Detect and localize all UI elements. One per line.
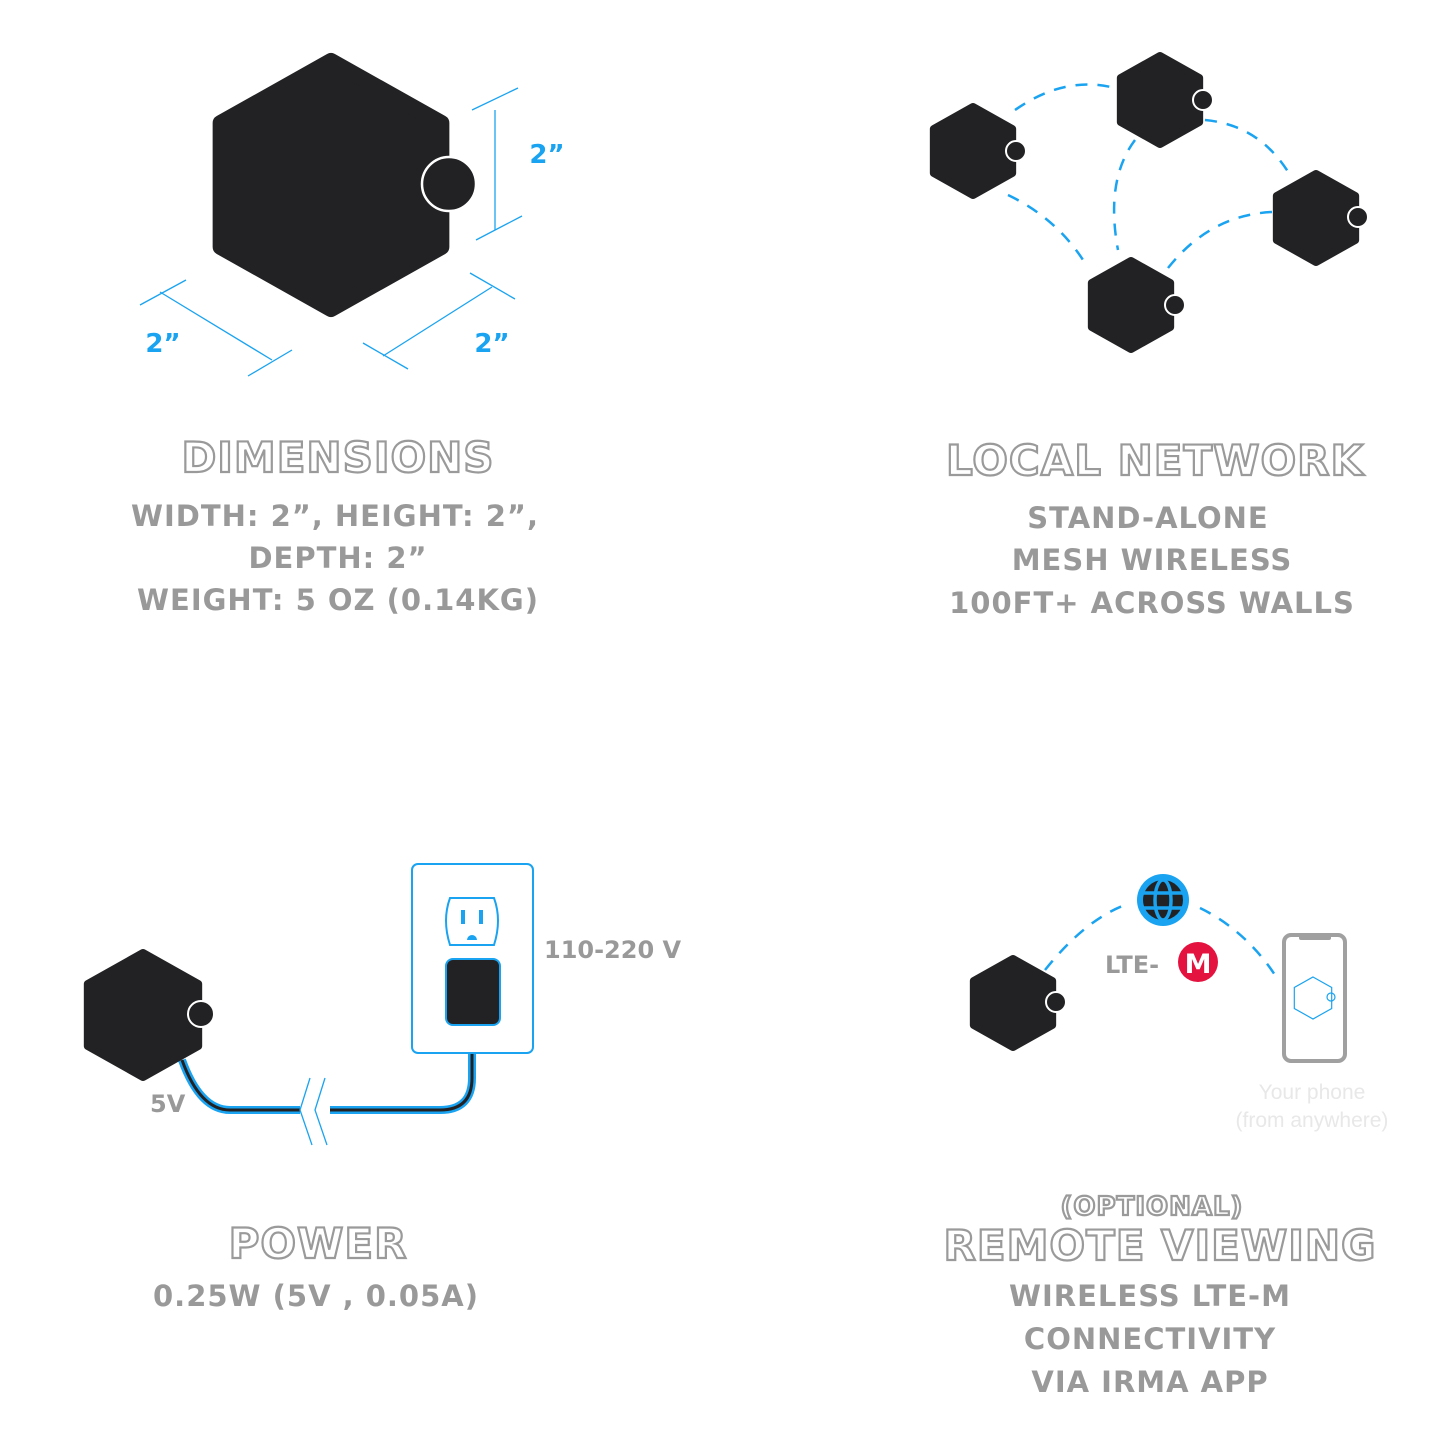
- outlet-slot: [479, 910, 483, 924]
- power-line: 0.25W (5V , 0.05A): [153, 1279, 479, 1313]
- mesh-link: [1167, 210, 1273, 269]
- width-label: 2”: [145, 329, 180, 359]
- cable-break-icon: [299, 1077, 328, 1146]
- remote-line: WIRELESS LTE-M: [1009, 1279, 1291, 1313]
- remote-illustration: LTE- M Your phone (from anywhere): [969, 874, 1389, 1132]
- mesh-node: [1087, 257, 1175, 353]
- mesh-node-button: [1347, 206, 1369, 228]
- mesh-link: [1014, 83, 1116, 112]
- depth-label: 2”: [474, 329, 509, 359]
- phone-icon: [1282, 933, 1347, 1063]
- dimensions-line: WEIGHT: 5 OZ (0.14KG): [137, 583, 539, 617]
- height-label: 2”: [529, 140, 564, 170]
- phone-caption: Your phone: [1259, 1081, 1366, 1104]
- power-title: POWER: [229, 1219, 408, 1268]
- network-line: 100FT+ ACROSS WALLS: [949, 586, 1355, 620]
- mesh-node-button: [1005, 140, 1027, 162]
- device-button: [1045, 991, 1067, 1013]
- dimensions-title: DIMENSIONS: [181, 433, 494, 482]
- remote-title: REMOTE VIEWING: [944, 1221, 1377, 1270]
- outlet-ground: [467, 935, 477, 940]
- outlet-slot: [461, 910, 465, 924]
- remote-line: VIA IRMA APP: [1031, 1365, 1268, 1399]
- width-line: [159, 291, 273, 361]
- dimensions-line: DEPTH: 2”: [248, 541, 427, 575]
- app-hexagon-button: [1326, 992, 1336, 1002]
- outlet-voltage-label: 110-220 V: [544, 936, 682, 964]
- mesh-node-button: [1192, 89, 1214, 111]
- lte-m-logo: M: [1178, 942, 1218, 982]
- width-tick: [247, 349, 293, 377]
- mesh-link: [1112, 139, 1137, 251]
- depth-line: [382, 286, 493, 357]
- globe-icon: [1137, 874, 1189, 926]
- mesh-link: [1007, 193, 1090, 269]
- network-line: STAND-ALONE: [1027, 501, 1268, 535]
- device-hexagon: [212, 53, 450, 317]
- network-illustration: [929, 52, 1369, 353]
- power-illustration: 5V 110-220 V: [83, 863, 682, 1146]
- device-hexagon: [969, 955, 1057, 1051]
- mesh-node: [929, 103, 1017, 199]
- phone-caption: (from anywhere): [1236, 1109, 1389, 1132]
- phone-notch: [1299, 933, 1331, 940]
- depth-tick: [469, 272, 516, 300]
- device-voltage-label: 5V: [150, 1090, 186, 1118]
- mesh-link: [1204, 118, 1292, 176]
- optional-label: (OPTIONAL): [1061, 1192, 1244, 1222]
- mesh-node: [1116, 52, 1204, 148]
- dimensions-illustration: 2” 2” 2”: [139, 53, 565, 377]
- lte-label: LTE-: [1105, 951, 1159, 979]
- width-tick: [139, 279, 187, 306]
- height-tick: [475, 215, 523, 241]
- lte-link: [1199, 906, 1277, 976]
- lte-link: [1044, 903, 1126, 971]
- dimensions-line: WIDTH: 2”, HEIGHT: 2”,: [131, 499, 539, 533]
- mesh-node-button: [1164, 294, 1186, 316]
- device-button: [420, 155, 478, 213]
- device-button: [187, 1000, 215, 1028]
- height-tick: [471, 87, 519, 111]
- power-plug-icon: [445, 958, 501, 1026]
- network-line: MESH WIRELESS: [1012, 543, 1293, 577]
- remote-line: CONNECTIVITY: [1024, 1322, 1276, 1356]
- network-title: LOCAL NETWORK: [946, 436, 1365, 485]
- power-cable-core: [180, 1025, 474, 1112]
- outlet-socket: [445, 897, 499, 946]
- app-hexagon-icon: [1293, 976, 1333, 1020]
- depth-tick: [362, 342, 409, 370]
- lte-m-letter: M: [1185, 949, 1212, 980]
- mesh-node: [1272, 170, 1360, 266]
- device-hexagon: [83, 949, 203, 1081]
